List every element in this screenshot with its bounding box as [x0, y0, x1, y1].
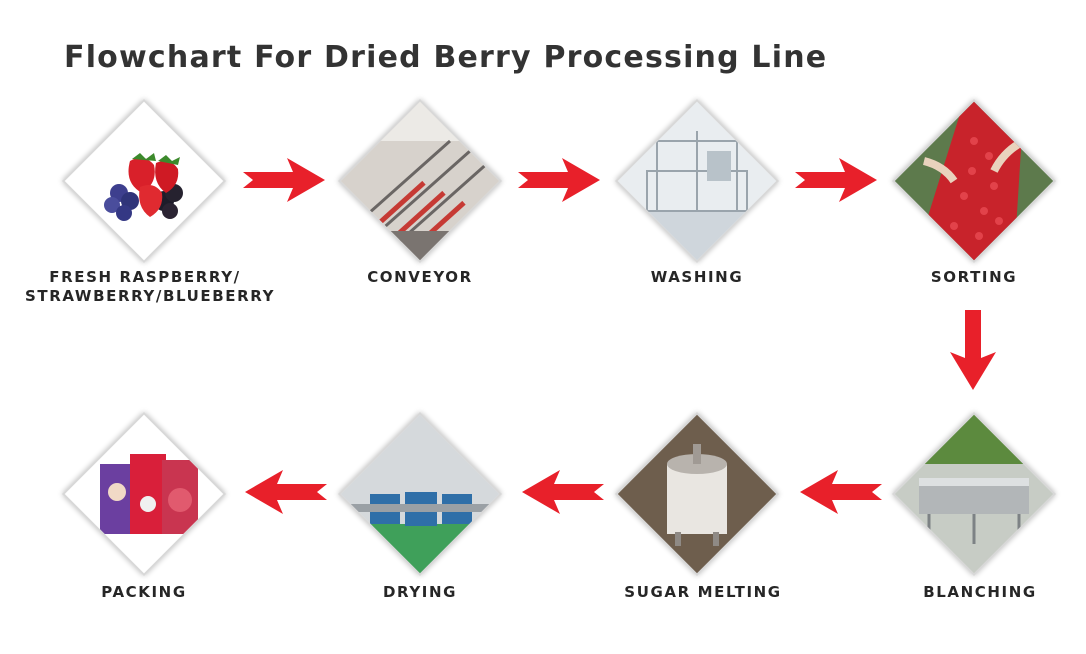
blanching-machine-photo	[891, 411, 1057, 577]
arrow-left-icon	[245, 470, 327, 514]
sorting-photo	[891, 98, 1057, 264]
arrow-right-icon	[518, 158, 600, 202]
packing-bags-photo	[61, 411, 227, 577]
drying-line-photo	[337, 411, 503, 577]
arrow-left-icon	[800, 470, 882, 514]
arrow-right-icon	[243, 158, 325, 202]
arrow-left-icon	[522, 470, 604, 514]
arrow-right-icon	[795, 158, 877, 202]
step-label-sorting: SORTING	[930, 268, 1018, 286]
berries-photo	[61, 98, 227, 264]
step-label-packing: PACKING	[101, 583, 187, 601]
conveyor-photo	[337, 98, 503, 264]
step-label-blanching: BLANCHING	[923, 583, 1037, 601]
step-label-conveyor: CONVEYOR	[367, 268, 473, 286]
sugar-tank-photo	[614, 411, 780, 577]
washing-machine-photo	[614, 98, 780, 264]
step-label-washing: WASHING	[650, 268, 744, 286]
step-label-sugar-melting: SUGAR MELTING	[624, 583, 782, 601]
step-label-drying: DRYING	[382, 583, 458, 601]
arrow-down-icon	[950, 310, 996, 390]
step-label-fresh-berries: FRESH RASPBERRY/ STRAWBERRY/BLUEBERRY	[25, 268, 276, 305]
page-title: Flowchart For Dried Berry Processing Lin…	[64, 40, 828, 75]
